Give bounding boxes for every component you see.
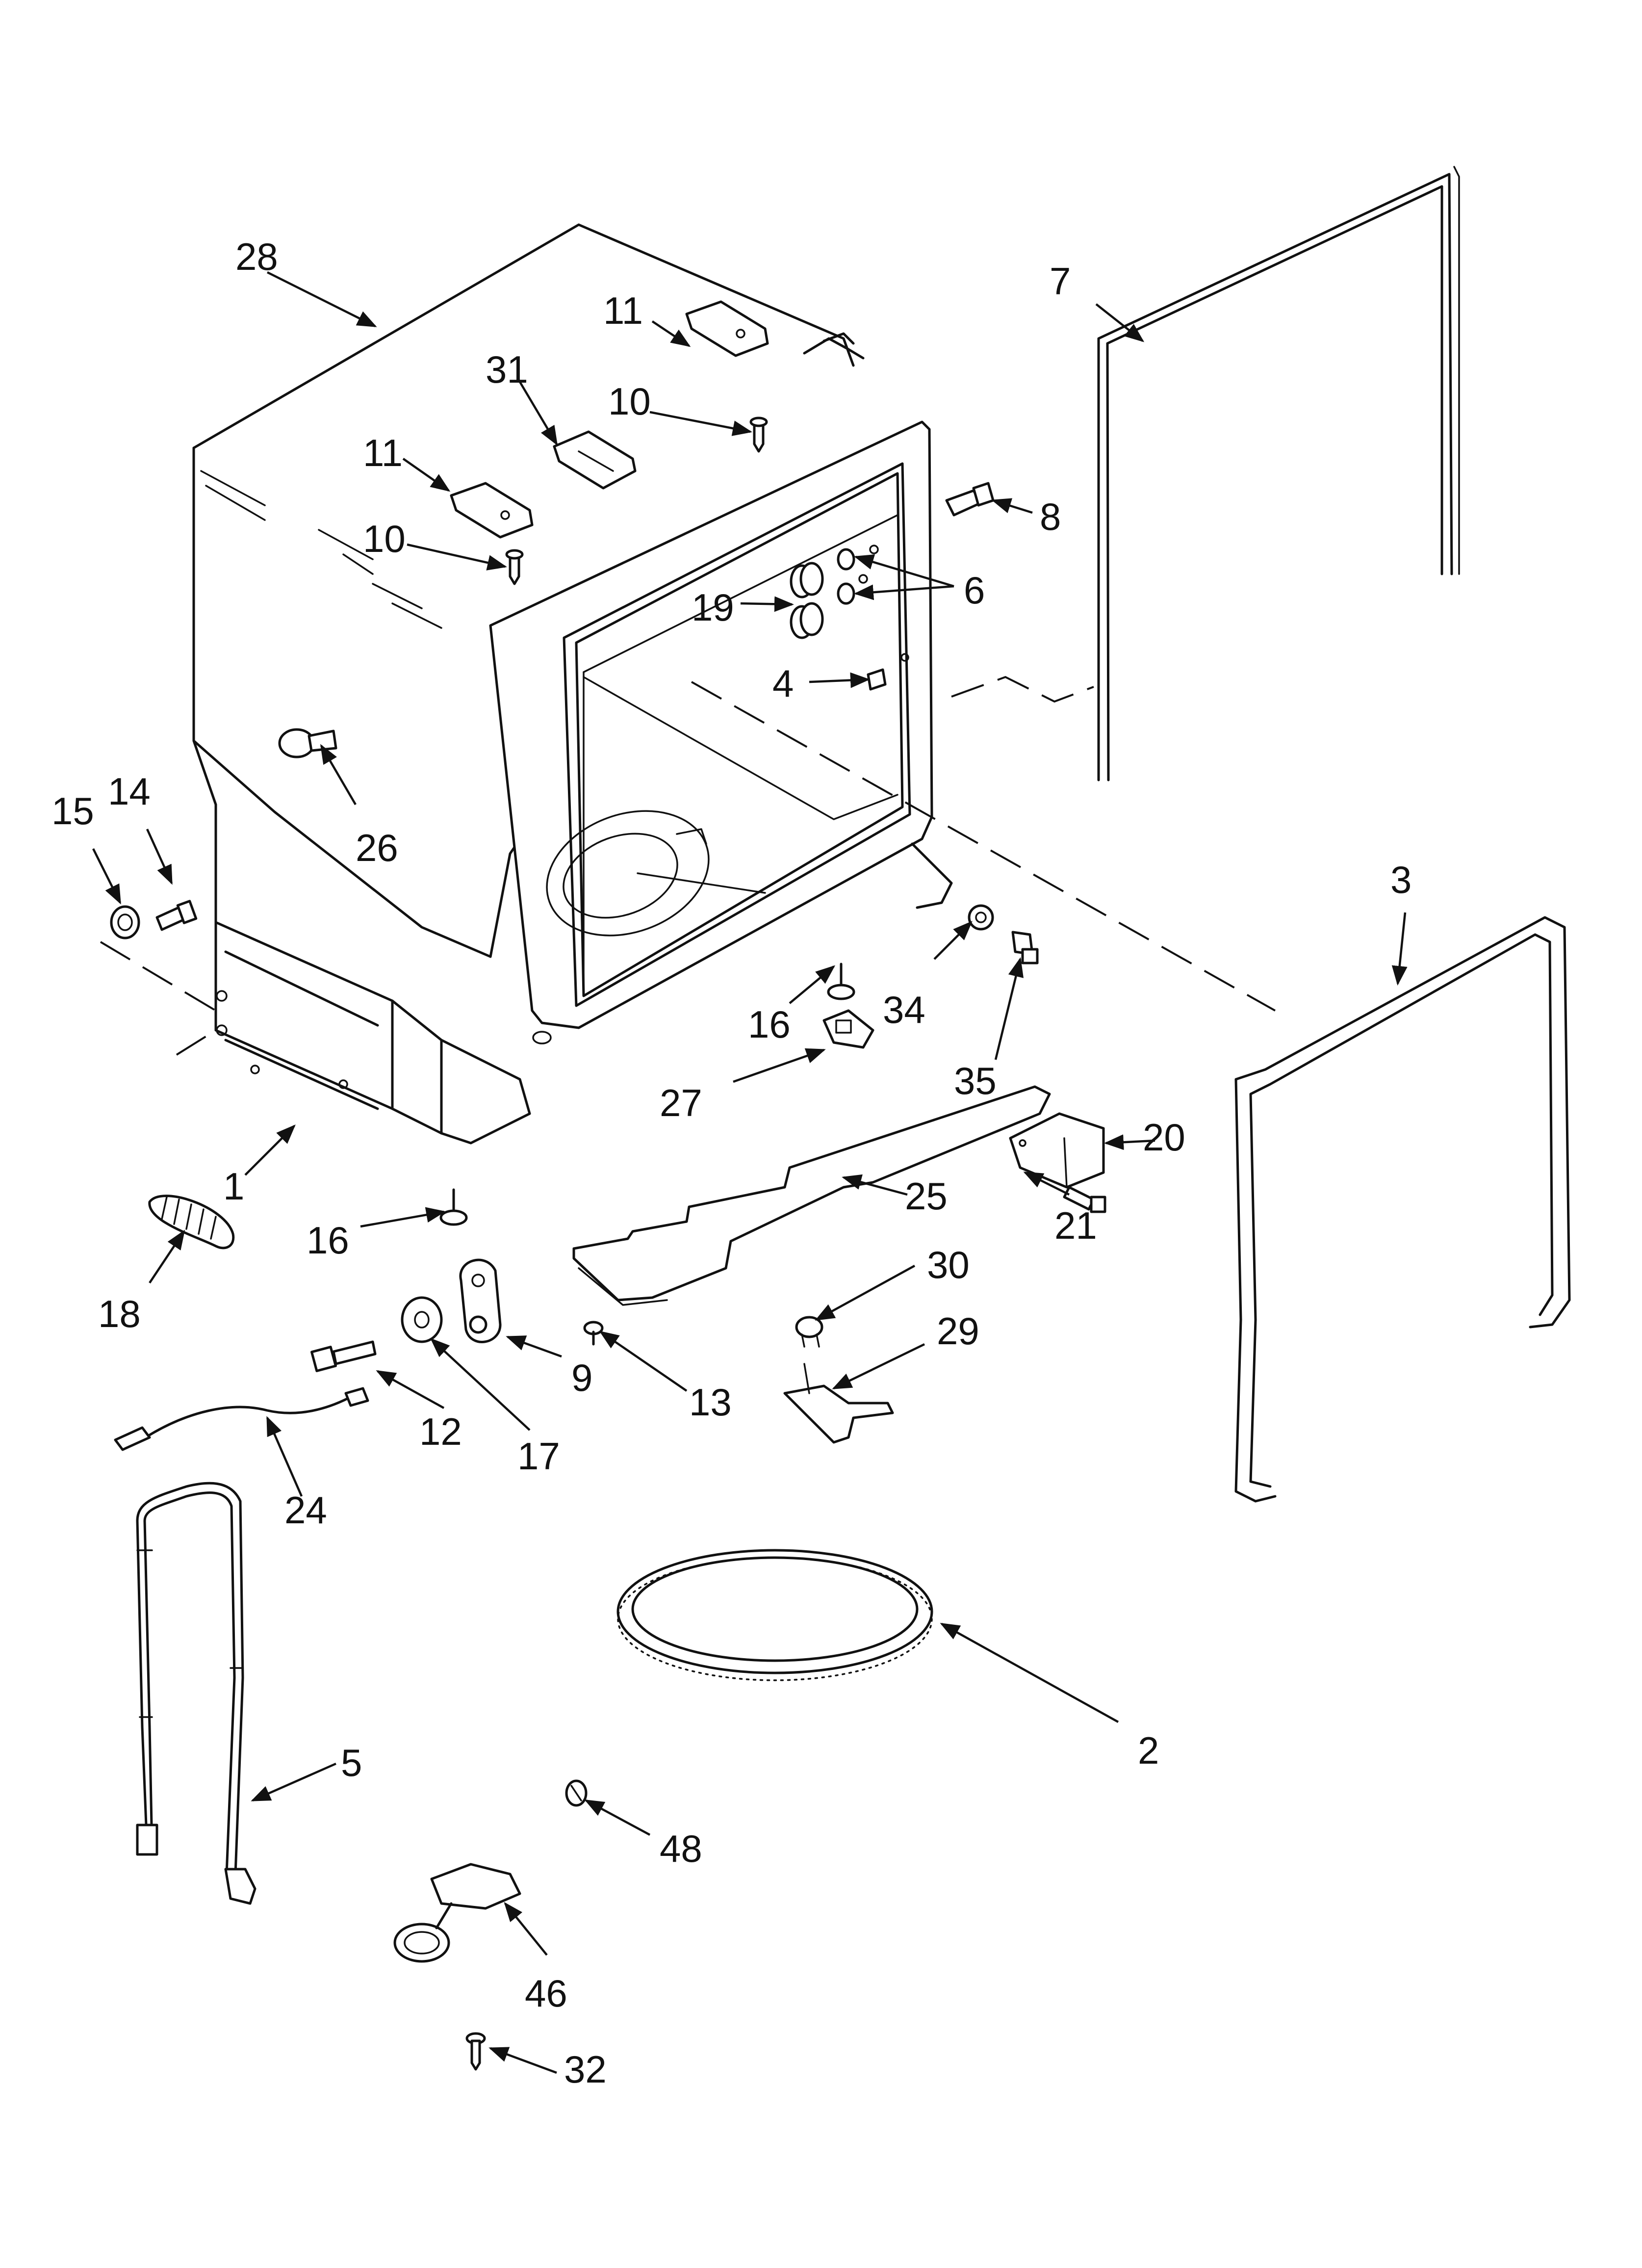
callout-46: 46 [525,1972,567,2015]
callout-17: 17 [517,1434,560,1478]
callout-20: 20 [1143,1116,1185,1159]
hose-5 [136,1482,257,1905]
callout-labels: 28 7 11 10 31 11 10 8 6 19 4 26 15 14 3 … [51,235,1411,2091]
callout-13: 13 [689,1381,732,1424]
callout-30: 30 [927,1243,970,1286]
callout-28: 28 [235,235,278,278]
leg-16-lower [439,1188,468,1226]
bolt-12 [310,1340,377,1372]
screw-32 [465,2032,486,2071]
leader-lines [92,271,1408,2074]
leg-16-upper [827,963,855,1000]
callout-31: 31 [486,348,528,391]
callout-24: 24 [284,1488,327,1532]
callout-19: 19 [692,586,734,629]
ring-2 [616,1549,933,1681]
spring-18 [148,1195,235,1250]
valve-46 [393,1863,521,1963]
callout-21: 21 [1054,1204,1097,1247]
screw-lower [505,549,524,585]
callout-16-upper: 16 [748,1003,791,1046]
hinge-bracket-lower [450,482,534,539]
callout-6: 6 [964,569,985,612]
clip-31 [553,430,637,490]
clip-48 [565,1779,588,1807]
screw-13 [583,1321,604,1346]
plate-25 [572,1085,1051,1306]
wheel-15 [110,905,140,939]
callout-18: 18 [98,1292,141,1335]
callout-11-upper: 11 [603,289,643,332]
wire-24 [114,1387,369,1451]
callout-48: 48 [660,1827,702,1870]
nut-34 [968,904,994,931]
tub-assembly [192,223,953,1145]
assembly-line-7 [951,676,1094,703]
assembly-line-3 [691,681,1276,1012]
callout-1: 1 [223,1165,244,1208]
hinge-bracket-upper [685,300,769,357]
callout-11-lower: 11 [363,431,403,474]
assembly-line-1 [176,1029,217,1056]
callout-3: 3 [1390,858,1411,901]
screw-upper [749,417,768,453]
callout-29: 29 [937,1309,979,1353]
callout-8: 8 [1040,495,1061,538]
bolt-35 [1011,931,1039,965]
callout-25: 25 [905,1174,948,1218]
callout-32: 32 [564,2048,607,2091]
callout-15: 15 [51,789,94,833]
latch-27 [822,1009,874,1049]
bracket-29 [783,1363,894,1444]
callout-4: 4 [772,662,794,705]
plug-26 [278,728,337,758]
assembly-line-15 [100,941,217,1012]
screw-20 [1063,1186,1106,1213]
pulley-17 [401,1296,443,1343]
gasket-lower [1234,916,1571,1503]
callout-7: 7 [1050,260,1071,303]
callout-26: 26 [356,826,398,869]
rollers-19 [790,562,824,639]
callout-2: 2 [1138,1729,1159,1772]
bolt-8 [945,482,995,517]
bracket-21 [1009,1112,1105,1189]
callout-10-lower: 10 [363,517,406,560]
callout-27: 27 [660,1081,702,1124]
callout-14: 14 [108,770,151,813]
callout-5: 5 [341,1741,362,1784]
callout-12: 12 [419,1410,462,1453]
callout-16-lower: 16 [307,1219,349,1262]
callout-34: 34 [883,988,925,1031]
callout-10-upper: 10 [608,380,651,423]
callout-9: 9 [571,1356,592,1399]
washers-6 [837,545,879,605]
sensor-30 [795,1316,823,1348]
peg-4 [867,653,909,691]
gasket-upper [1097,166,1460,782]
screw-14 [155,900,198,931]
callout-35: 35 [954,1059,997,1102]
bracket-9 [459,1258,502,1343]
